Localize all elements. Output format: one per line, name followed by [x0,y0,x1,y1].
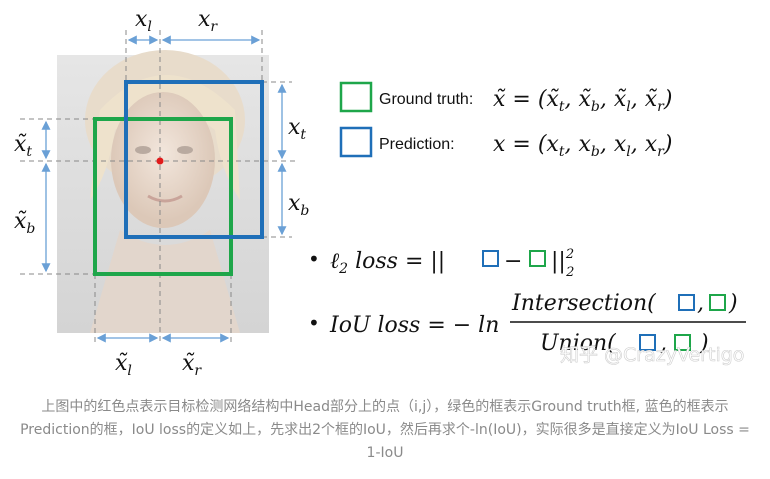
iou-denominator: Union( [540,331,616,356]
label-right-xb: xb [288,191,309,219]
label-right-xt: xt [288,115,306,143]
label-top-xr: xr [198,7,218,35]
label-bottom-xr: x̃r [182,351,202,379]
numerator-comma: , [697,291,704,316]
denominator-close: ) [699,331,709,356]
prediction-box [124,80,264,239]
ground-truth-formula: x̃ = (x̃t, x̃b, x̃l, x̃r) [493,87,672,115]
ground-truth-label: Ground truth: [379,91,473,108]
denominator-prediction-square [639,334,656,351]
iou-numerator: Intersection( [511,291,656,316]
figure-caption: 上图中的红色点表示目标检测网络结构中Head部分上的点（i,j），绿色的框表示G… [20,399,750,461]
figure-svg: xl xr xt xb x̃t x̃b x̃l x̃r Ground truth… [14,7,746,379]
l2-bullet: • [308,247,320,271]
prediction-label: Prediction: [379,136,455,153]
iou-loss-lhs: IoU loss = − ln [329,313,499,338]
iou-loss-figure: xl xr xt xb x̃t x̃b x̃l x̃r Ground truth… [14,7,746,379]
numerator-prediction-square [678,294,695,311]
denominator-comma: , [660,331,667,356]
ground-truth-box [93,117,233,276]
zhihu-watermark: 知乎 @CrazyVertigo [560,344,744,366]
ground-truth-legend-swatch [339,81,373,113]
denominator-truth-square [674,334,691,351]
dimension-arrows [41,35,287,343]
l2-minus: − [504,249,522,274]
prediction-formula: x = (xt, xb, xl, xr) [493,132,672,160]
l2-prediction-square [482,250,499,267]
numerator-truth-square [709,294,726,311]
numerator-close: ) [728,291,738,316]
label-left-xt: x̃t [14,132,32,160]
face-photo [57,50,269,333]
label-top-xl: xl [135,7,152,35]
l2-loss-formula: ℓ2 loss = || [330,249,445,277]
label-bottom-xl: x̃l [115,351,132,379]
l2-truth-square [529,250,546,267]
prediction-legend-swatch [339,126,373,158]
iou-bullet: • [308,311,320,335]
label-left-xb: x̃b [14,209,35,237]
center-point [156,157,164,165]
